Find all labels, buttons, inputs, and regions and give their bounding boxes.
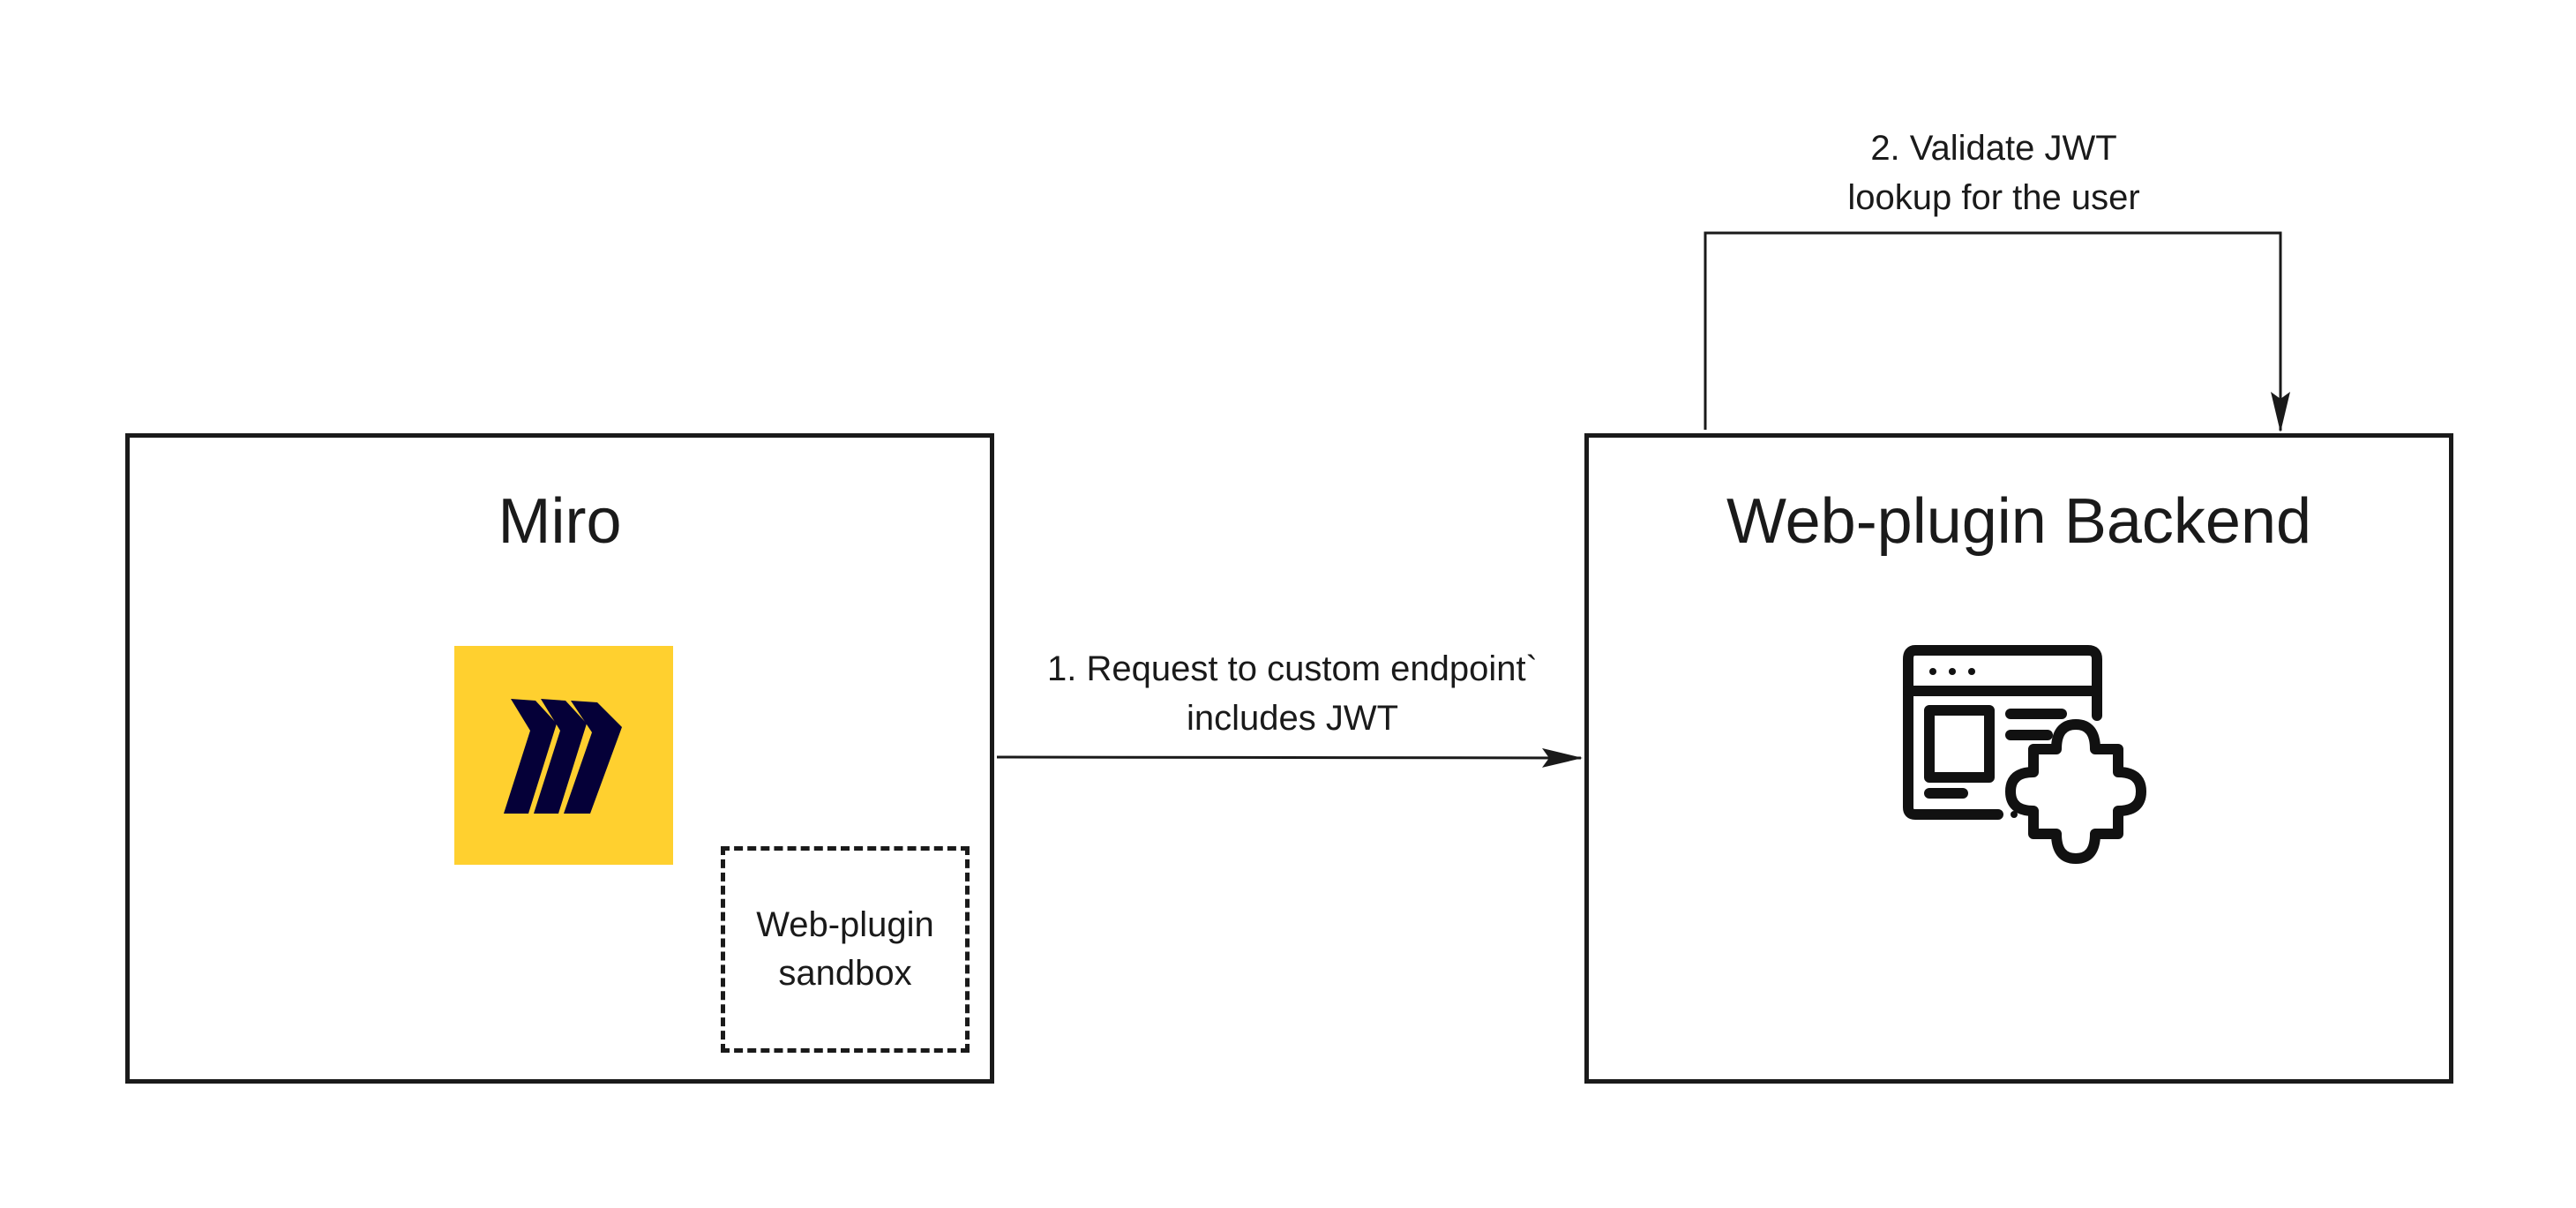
backend-title: Web-plugin Backend (1726, 486, 2312, 557)
miro-logo-icon (454, 646, 673, 865)
miro-box: Miro Web-plugin sandbox (125, 433, 994, 1084)
step2-arrow (1704, 231, 2290, 432)
miro-logo-mark (504, 699, 622, 814)
step2-label-line2: lookup for the user (1847, 178, 2140, 217)
step1-arrow (996, 747, 1583, 768)
web-plugin-puzzle-icon (1901, 643, 2157, 873)
miro-title: Miro (498, 486, 622, 557)
step1-label-line2: includes JWT (1186, 699, 1399, 738)
sandbox-label-line2: sandbox (778, 954, 912, 993)
sandbox-label-line1: Web-plugin (756, 905, 934, 944)
step2-label: 2. Validate JWT lookup for the user (1738, 124, 2250, 222)
step2-label-line1: 2. Validate JWT (1870, 129, 2117, 168)
web-plugin-sandbox: Web-plugin sandbox (721, 846, 970, 1053)
step1-label-line1: 1. Request to custom endpoint` (1047, 649, 1538, 688)
plugin-icon-graphic (1903, 645, 2146, 864)
step1-label: 1. Request to custom endpoint` includes … (1015, 644, 1570, 743)
backend-box: Web-plugin Backend (1584, 433, 2453, 1084)
